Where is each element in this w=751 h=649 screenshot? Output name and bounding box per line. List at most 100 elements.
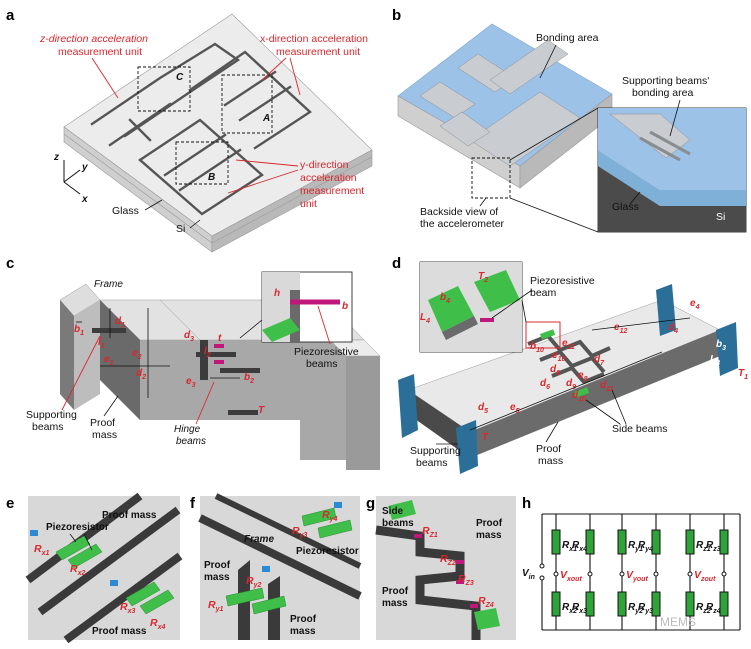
d-inset-green-1 — [428, 286, 474, 332]
h-bridge-1-node-l — [619, 571, 625, 577]
glass-leader-b — [629, 191, 641, 205]
dim-T-c: T — [258, 405, 265, 416]
h-bridge-1-res-tr — [651, 529, 661, 555]
dim-L4: L4 — [420, 312, 430, 325]
dim-T-d: T — [482, 432, 489, 443]
glass-label-b: Glass — [612, 201, 639, 213]
panel-b: b Bonding area Supporting beams' bonding… — [392, 7, 747, 233]
e-piezo-label: Piezoresistor — [46, 522, 109, 533]
box-c — [137, 66, 191, 112]
si-label-a: Si — [176, 223, 185, 235]
d-green-bottom — [574, 387, 590, 398]
e-proof-bottom: Proof mass — [92, 626, 147, 637]
e-piezo-leader-1 — [69, 533, 77, 543]
f-blue-2 — [334, 502, 342, 508]
dim-d6: d6 — [540, 378, 550, 391]
x-beam-1 — [223, 70, 277, 107]
backside-label-1: Backside view of — [420, 206, 498, 218]
g-side-1: Side — [382, 506, 404, 517]
h-vin-label: Vin — [522, 568, 535, 581]
h-vin-node-bottom — [539, 575, 545, 581]
glass-si-interface-right — [211, 156, 373, 244]
backside-zoom-box — [471, 157, 511, 199]
box-a-label: A — [262, 113, 270, 124]
y-unit-label-2: acceleration — [300, 172, 357, 184]
y-unit-frame — [138, 118, 264, 216]
end-block-front — [346, 356, 380, 470]
dim-e5: e5 — [510, 402, 520, 415]
g-proof-right-2: mass — [476, 530, 502, 541]
axis-y-label: y — [81, 162, 88, 173]
axis-x-line — [63, 181, 81, 195]
g-proof-left-2: mass — [382, 598, 408, 609]
support-bond-label-2: bonding area — [632, 87, 693, 99]
z-unit-leader — [91, 57, 119, 99]
z-unit-label-2: measurement unit — [58, 46, 142, 58]
si-label-b: Si — [716, 211, 725, 223]
z-unit-frame — [90, 42, 241, 138]
frame-side — [60, 300, 74, 410]
d-inset-shadow — [442, 316, 478, 340]
e-piezo-1 — [55, 535, 91, 561]
center-front — [200, 340, 300, 420]
bonding-rect-1 — [419, 81, 476, 119]
dim-l2: l2 — [204, 346, 211, 359]
inset-c-pointer — [239, 319, 263, 339]
y-beam-1 — [163, 133, 227, 177]
h-bridge-1-res-bl — [617, 591, 627, 617]
f-piezo-label: Piezoresistor — [296, 546, 359, 557]
piezo-c-1 — [214, 344, 224, 348]
zoom-beam-bond-1 — [639, 136, 681, 162]
z-beam-2 — [128, 118, 152, 142]
support-right-front — [716, 322, 738, 376]
supporting-c-2: beams — [32, 421, 64, 433]
piezo-c-label-2: beams — [306, 358, 338, 370]
f-proof-left-1: Proof — [204, 560, 231, 571]
y-beam-2 — [178, 148, 242, 192]
dim-d5: d5 — [478, 402, 488, 415]
bonding-area-label: Bonding area — [536, 32, 599, 44]
dim-e3: e3 — [186, 376, 196, 389]
d-proof-1: Proof — [536, 443, 561, 455]
g-meander-slot — [375, 525, 481, 640]
h-bridge-2-node-r — [721, 571, 727, 577]
dim-T1: T1 — [738, 368, 748, 381]
f-blue-1 — [262, 566, 270, 572]
f-slot-1 — [198, 514, 362, 600]
panel-e-label: e — [6, 495, 14, 512]
panel-d: d T2 b4 L4 Piezoresistive beam e12 d4 — [392, 255, 748, 474]
pm1-front — [140, 340, 200, 420]
dim-d4: d4 — [668, 322, 678, 335]
dim-L3: L3 — [710, 354, 720, 367]
zoom-beam-bond-2 — [649, 130, 691, 156]
dim-e2: e2 — [132, 348, 142, 361]
box-b — [175, 141, 229, 185]
e-slot-3 — [63, 552, 183, 644]
dim-b2: b2 — [244, 372, 254, 385]
g-side-2: beams — [382, 518, 414, 529]
bonding-area-leader — [539, 44, 557, 79]
f-proof-right-1: Proof — [290, 614, 317, 625]
x-unit-label-2: measurement unit — [276, 46, 360, 58]
x-unit-leader-1 — [261, 57, 287, 81]
piezo-c-2 — [214, 360, 224, 364]
h-bridge-2-res-br — [719, 591, 729, 617]
box-c-label: C — [176, 72, 184, 83]
dim-h: h — [274, 288, 280, 299]
supporting-c-leader — [61, 335, 101, 411]
h-bridge-1-node-r — [653, 571, 659, 577]
side-beams-leader-2 — [611, 389, 627, 425]
side-beams-leader-1 — [585, 399, 621, 425]
x-unit-frame — [188, 50, 312, 150]
f-piezo-1 — [225, 587, 265, 607]
h-bridge-2-node-l — [687, 571, 693, 577]
d-inset-piezo — [480, 318, 494, 322]
hinge-c-1: Hinge — [174, 424, 201, 435]
bonding-rect-4 — [469, 91, 581, 167]
zoom-glass-side — [598, 150, 660, 206]
dim-d7: d7 — [594, 354, 605, 367]
supporting-c-1: Supporting — [26, 409, 77, 421]
g-proof-left-1: Proof — [382, 586, 409, 597]
dim-e4: e4 — [690, 298, 700, 311]
support-bond-leader — [669, 99, 681, 137]
